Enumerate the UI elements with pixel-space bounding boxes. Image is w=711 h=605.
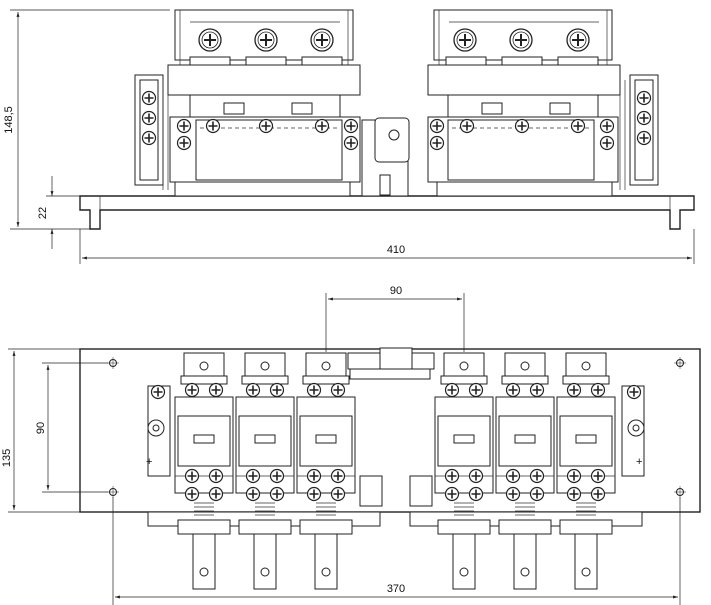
dim-mount-hole-spacing: 90 — [35, 422, 47, 434]
dim-mount-height: 135 — [1, 449, 13, 467]
front-view: + + — [79, 347, 701, 589]
dim-height-base: 22 — [37, 207, 49, 219]
svg-text:+: + — [146, 456, 152, 468]
dim-pole-spacing: 90 — [390, 285, 402, 297]
side-elevation-dimensions: 148,5 22 410 — [3, 9, 695, 264]
front-view-dimensions: 90 135 90 370 — [1, 285, 681, 605]
side-elevation — [79, 9, 695, 230]
dim-height-total: 148,5 — [3, 106, 15, 134]
svg-text:+: + — [636, 456, 642, 468]
dim-width-total: 410 — [387, 244, 405, 256]
dim-mount-width: 370 — [387, 583, 405, 595]
